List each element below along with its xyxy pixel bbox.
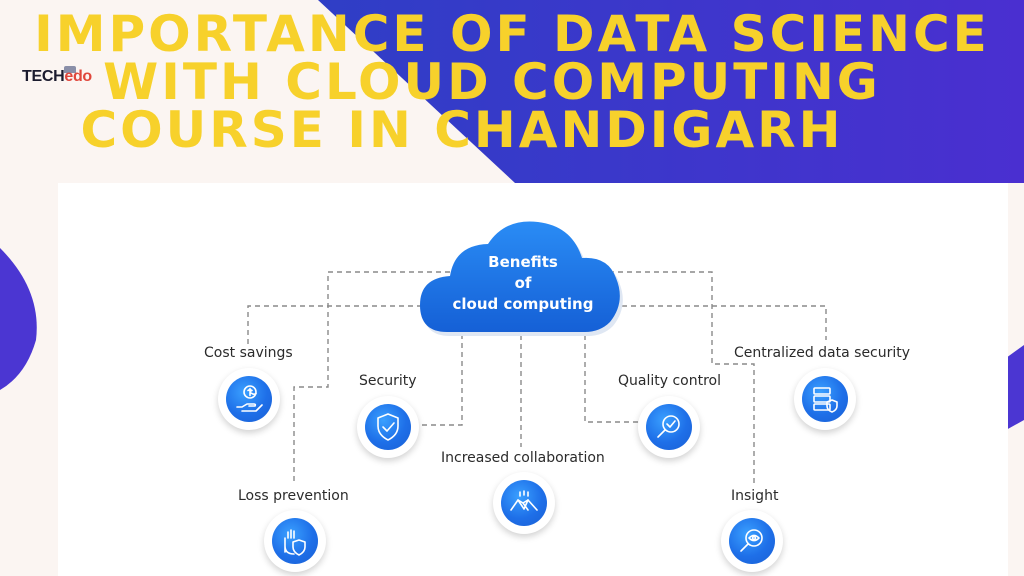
title-line-2: WITH CLOUD COMPUTING — [103, 53, 881, 111]
brand-logo: TECHedo — [22, 68, 92, 86]
magnifier-eye-icon — [740, 529, 763, 552]
node-insight — [721, 510, 783, 572]
connector-insight — [600, 271, 755, 485]
connector-centralized-security — [604, 305, 827, 340]
node-security — [357, 396, 419, 458]
logo-cap-icon — [64, 66, 76, 73]
hand-shield-icon — [284, 529, 306, 556]
connector-security — [412, 325, 463, 426]
header-banner — [318, 0, 1024, 183]
node-centralized-data-security — [794, 368, 856, 430]
page-title: IMPORTANCE OF DATA SCIENCE WITH CLOUD CO… — [0, 5, 1024, 159]
node-loss-prevention — [264, 510, 326, 572]
connector-loss-prevention — [293, 271, 450, 485]
connector-cost-savings — [247, 305, 440, 345]
node-quality-control — [638, 396, 700, 458]
cloud-title-line-3: cloud computing — [452, 295, 594, 313]
label-security: Security — [359, 373, 417, 389]
left-accent-shape — [0, 248, 37, 390]
label-loss-prevention: Loss prevention — [238, 488, 349, 504]
server-shield-icon — [813, 387, 838, 413]
label-cost-savings: Cost savings — [204, 345, 293, 361]
label-centralized-data-security: Centralized data security — [734, 345, 911, 361]
handshake-icon — [510, 490, 538, 511]
magnifier-check-icon — [657, 415, 680, 438]
logo-text-part1: TECH — [22, 68, 65, 85]
cloud-title-line-1: Benefits — [488, 253, 558, 271]
right-accent-shape — [1006, 345, 1024, 430]
cloud-shape — [420, 221, 623, 336]
connector-quality-control — [584, 335, 642, 423]
label-quality-control: Quality control — [618, 373, 722, 389]
label-increased-collaboration: Increased collaboration — [441, 450, 605, 466]
logo-text-part2: edo — [64, 68, 92, 85]
hand-dollar-icon — [236, 385, 263, 412]
title-line-3: COURSE IN CHANDIGARH — [80, 101, 844, 159]
label-insight: Insight — [731, 488, 779, 504]
cloud-title: Benefits of cloud computing — [418, 252, 628, 315]
node-increased-collaboration — [493, 472, 555, 534]
shield-check-icon — [377, 413, 399, 441]
title-line-1: IMPORTANCE OF DATA SCIENCE — [34, 5, 990, 63]
cloud-title-line-2: of — [514, 274, 532, 292]
node-cost-savings — [218, 368, 280, 430]
